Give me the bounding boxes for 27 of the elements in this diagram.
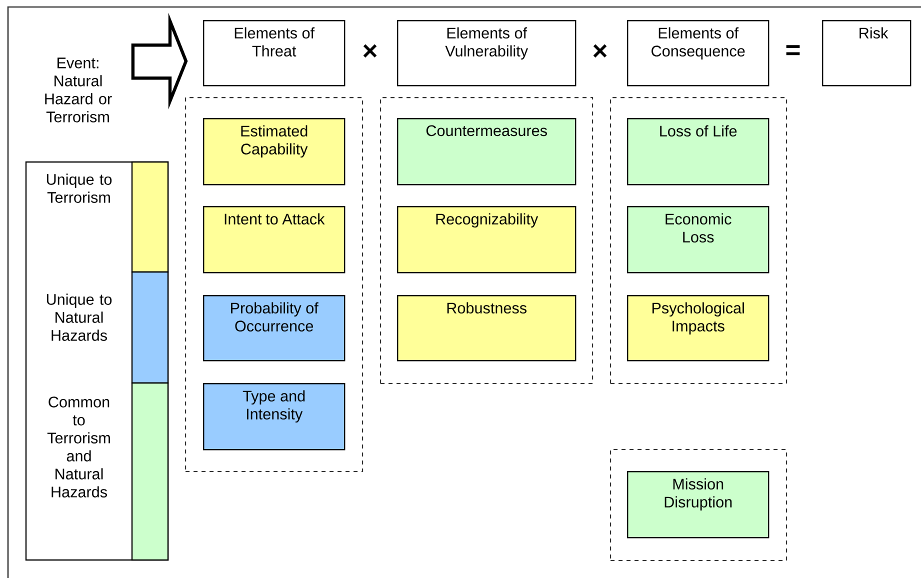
element-box: Probability of Occurrence [203, 295, 346, 362]
legend-text: Unique to Natural Hazards [46, 294, 112, 341]
element-box: Robustness [397, 295, 576, 362]
dashed-group-box [610, 449, 788, 562]
element-box: Type and Intensity [203, 383, 346, 450]
element-box: Recognizability [397, 206, 576, 274]
element-box: Estimated Capability [203, 118, 346, 186]
heading-box: Elements of Vulnerability [397, 20, 576, 86]
element-box: Countermeasures [397, 118, 576, 186]
dashed-group-box [610, 97, 788, 384]
result-box: Risk [822, 20, 912, 86]
block-arrow [131, 12, 188, 110]
dashed-group-box [380, 97, 594, 384]
operator-sign: = [786, 45, 800, 56]
element-box: Mission Disruption [627, 471, 770, 538]
operator-sign: × [363, 44, 377, 58]
element-box: Intent to Attack [203, 206, 346, 274]
dashed-group-box [185, 97, 364, 472]
legend-text: Common to Terrorism and Natural Hazards [47, 396, 110, 498]
event-text: Event: Natural Hazard or Terrorism [45, 58, 112, 122]
heading-box: Elements of Threat [203, 20, 346, 86]
legend-text: Unique to Terrorism [46, 174, 112, 203]
element-box: Psychological Impacts [627, 295, 770, 362]
element-box: Loss of Life [627, 118, 770, 186]
element-box: Economic Loss [627, 206, 770, 274]
operator-sign: × [593, 44, 607, 58]
heading-box: Elements of Consequence [627, 20, 770, 86]
